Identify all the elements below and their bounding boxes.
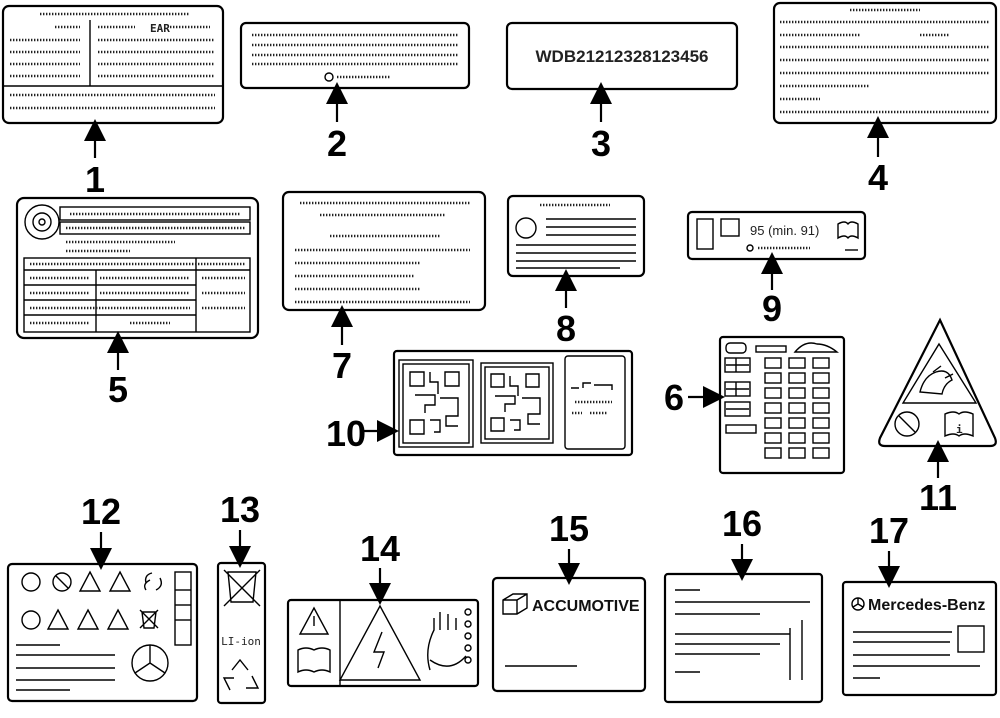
callout-1: 1 (84, 119, 106, 200)
callout-3: 3 (590, 82, 612, 164)
callout-13: 13 (220, 489, 260, 568)
label-4 (772, 1, 998, 125)
svg-text:4: 4 (868, 157, 888, 198)
callout-8: 8 (555, 269, 577, 349)
svg-text:17: 17 (869, 510, 909, 551)
callout-2: 2 (326, 82, 348, 164)
svg-text:15: 15 (549, 508, 589, 549)
callout-15: 15 (549, 508, 589, 585)
label-10 (392, 349, 634, 457)
label-1: EAR (1, 4, 225, 125)
label-9: 95 (min. 91) (686, 210, 867, 261)
svg-text:EAR: EAR (150, 22, 170, 35)
callout-6: 6 (664, 377, 725, 418)
vin-text: WDB21212328123456 (536, 47, 709, 66)
li-ion-text: LI-ion (221, 635, 261, 648)
svg-text:14: 14 (360, 528, 400, 569)
mercedes-benz-text: Mercedes-Benz (868, 597, 985, 614)
svg-text:8: 8 (556, 308, 576, 349)
label-7 (281, 190, 487, 312)
accumotive-text: ACCUMOTIVE (532, 598, 640, 615)
label-11: i (878, 317, 997, 448)
callout-16: 16 (722, 503, 762, 581)
svg-text:16: 16 (722, 503, 762, 544)
callout-12: 12 (81, 491, 121, 570)
svg-text:2: 2 (327, 123, 347, 164)
callout-17: 17 (869, 510, 909, 588)
label-13: LI-ion (216, 561, 267, 705)
callout-7: 7 (331, 305, 353, 386)
label-8 (506, 194, 646, 278)
label-12 (6, 562, 199, 703)
label-5 (15, 196, 260, 340)
label-2 (239, 21, 471, 90)
svg-text:1: 1 (85, 159, 105, 200)
svg-text:9: 9 (762, 288, 782, 329)
label-17: Mercedes-Benz (841, 580, 998, 697)
callout-5: 5 (107, 331, 129, 410)
callout-4: 4 (867, 116, 889, 198)
svg-text:12: 12 (81, 491, 121, 532)
fuse-grid (764, 357, 830, 459)
svg-text:i: i (956, 423, 963, 436)
callout-9: 9 (761, 252, 783, 329)
svg-text:11: 11 (919, 477, 957, 518)
svg-text:10: 10 (326, 413, 366, 454)
label-16 (663, 572, 824, 704)
svg-text:13: 13 (220, 489, 260, 530)
callout-14: 14 (360, 528, 400, 605)
label-3: WDB21212328123456 (505, 21, 739, 91)
svg-text:5: 5 (108, 369, 128, 410)
octane-text: 95 (min. 91) (750, 223, 819, 238)
svg-text:3: 3 (591, 123, 611, 164)
svg-text:7: 7 (332, 345, 352, 386)
svg-text:6: 6 (664, 377, 684, 418)
label-6 (718, 335, 846, 475)
label-14 (286, 598, 480, 688)
label-15: ACCUMOTIVE (491, 576, 647, 693)
callout-11: 11 (919, 440, 957, 518)
callout-10: 10 (326, 413, 399, 454)
